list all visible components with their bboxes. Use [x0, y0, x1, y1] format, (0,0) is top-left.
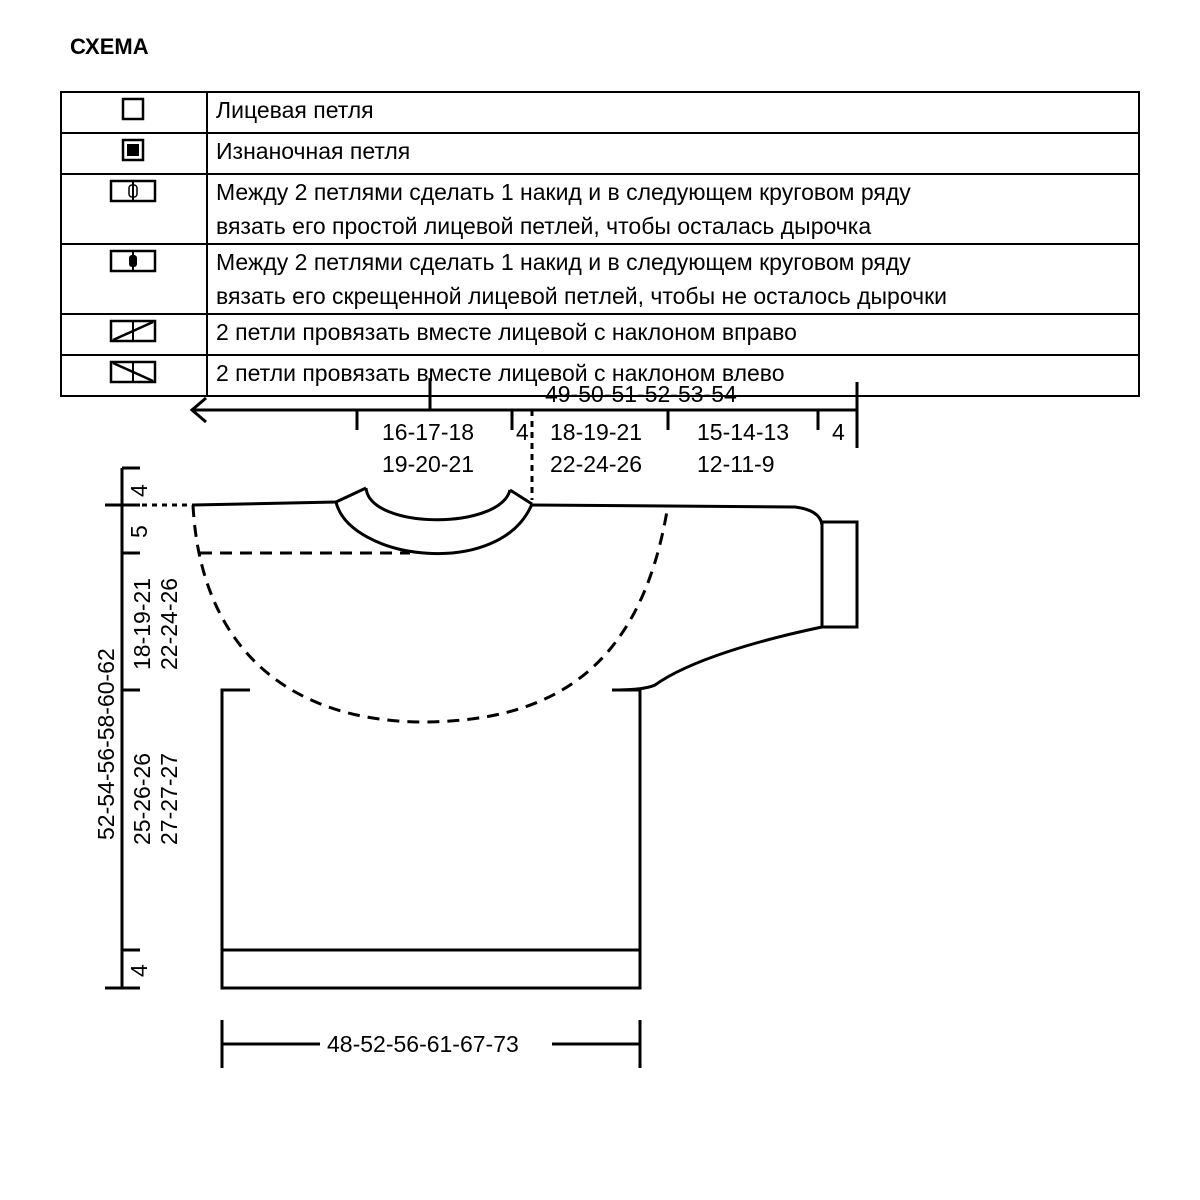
- label-width: 48-52-56-61-67-73: [327, 1031, 519, 1057]
- legend-text: вязать его простой лицевой петлей, чтобы…: [216, 213, 872, 239]
- legend-row: Изнаночная петля: [60, 132, 1140, 175]
- label-gap: 4: [516, 419, 529, 445]
- purl-stitch-icon: [121, 138, 145, 162]
- shoulder-line-left: [192, 500, 337, 507]
- label-neck: 16-17-18: [382, 419, 474, 445]
- yarn-over-hole-icon: [109, 179, 157, 203]
- legend-text: вязать его скрещенной лицевой петлей, чт…: [216, 283, 948, 309]
- label-neck: 19-20-21: [382, 451, 474, 477]
- legend-text: Между 2 петлями сделать 1 накид и в след…: [216, 249, 911, 275]
- sleeve-underside: [611, 625, 823, 692]
- legend-text: Между 2 петлями сделать 1 накид и в след…: [216, 179, 911, 205]
- label-cuff: 4: [832, 419, 845, 445]
- label-yoke: 22-24-26: [550, 451, 642, 477]
- knit-stitch-icon: [121, 97, 145, 121]
- legend-row: Между 2 петлями сделать 1 накид и в след…: [60, 243, 1140, 315]
- legend-table: Лицевая петля Изнаночная петля Между 2 п…: [60, 91, 1140, 397]
- body: [220, 688, 642, 990]
- neckline: [334, 486, 534, 556]
- label-sleeve: 12-11-9: [697, 451, 775, 477]
- label-rib: 4: [126, 964, 152, 977]
- legend-row: Между 2 петлями сделать 1 накид и в след…: [60, 173, 1140, 245]
- legend-row: 2 петли провязать вместе лицевой с накло…: [60, 354, 1140, 397]
- label-left-5: 5: [126, 525, 152, 538]
- legend-text: Изнаночная петля: [216, 138, 411, 164]
- legend-text: 2 петли провязать вместе лицевой с накло…: [216, 360, 785, 386]
- arrow-left-icon: [189, 396, 207, 424]
- label-yoke-height: 22-24-26: [156, 578, 182, 670]
- label-body-height: 25-26-26: [129, 753, 155, 845]
- k2tog-right-icon: [109, 319, 157, 343]
- legend-text: Лицевая петля: [216, 97, 374, 123]
- yarn-over-twisted-icon: [109, 249, 157, 273]
- label-total-height: 52-54-56-58-60-62: [93, 648, 119, 840]
- legend-row: 2 петли провязать вместе лицевой с накло…: [60, 313, 1140, 356]
- label-body-height: 27-27-27: [156, 753, 182, 845]
- label-sleeve: 15-14-13: [697, 419, 789, 445]
- legend-text: 2 петли провязать вместе лицевой с накло…: [216, 319, 797, 345]
- label-left-top: 4: [126, 484, 152, 497]
- sleeve-cuff: [820, 520, 859, 629]
- label-yoke-height: 18-19-21: [129, 578, 155, 670]
- yoke-line: [191, 504, 670, 724]
- shoulder-sleeve-top: [531, 503, 824, 526]
- schema-title: СХЕМА: [70, 34, 149, 59]
- legend-row: Лицевая петля: [60, 91, 1140, 134]
- k2tog-left-icon: [109, 360, 157, 384]
- label-top-total: 49-50-51-52-53-54: [545, 381, 737, 407]
- label-yoke: 18-19-21: [550, 419, 642, 445]
